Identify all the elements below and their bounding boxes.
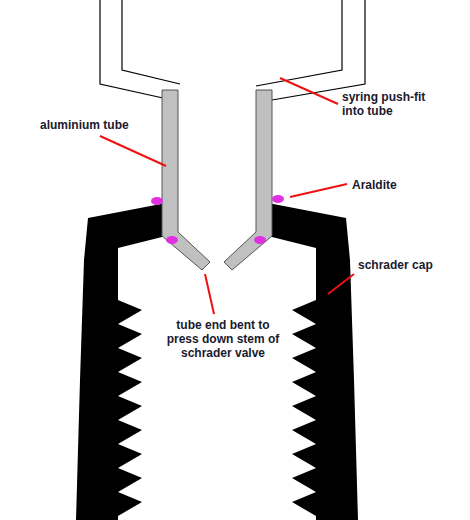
callout-label: Araldite	[352, 178, 442, 192]
syringe-outline	[100, 0, 365, 100]
leader-line	[205, 274, 214, 314]
syringe-wall	[272, 0, 365, 100]
glue-blob	[272, 195, 284, 203]
tube-wall	[224, 90, 272, 270]
leader-lines	[100, 78, 354, 314]
tube-wall	[162, 90, 210, 270]
schrader-cap	[76, 203, 358, 520]
cap-wall	[268, 203, 358, 520]
leader-line	[100, 136, 166, 166]
leader-line	[280, 78, 338, 104]
leader-line	[328, 274, 354, 294]
callout-label: schrader cap	[358, 258, 458, 272]
syringe-wall	[122, 0, 180, 84]
syringe-wall	[256, 0, 342, 86]
callout-label: tube end bent to press down stem of schr…	[160, 318, 286, 360]
callout-label: syring push-fit into tube	[342, 90, 446, 118]
leader-line	[290, 184, 347, 197]
callout-label: aluminium tube	[40, 118, 150, 132]
glue-blob	[254, 236, 266, 244]
glue-blob	[166, 236, 178, 244]
syringe-wall	[100, 0, 163, 98]
cap-wall	[76, 203, 166, 520]
aluminium-tube	[162, 90, 272, 270]
glue-blob	[151, 197, 163, 205]
araldite-glue	[151, 195, 284, 244]
